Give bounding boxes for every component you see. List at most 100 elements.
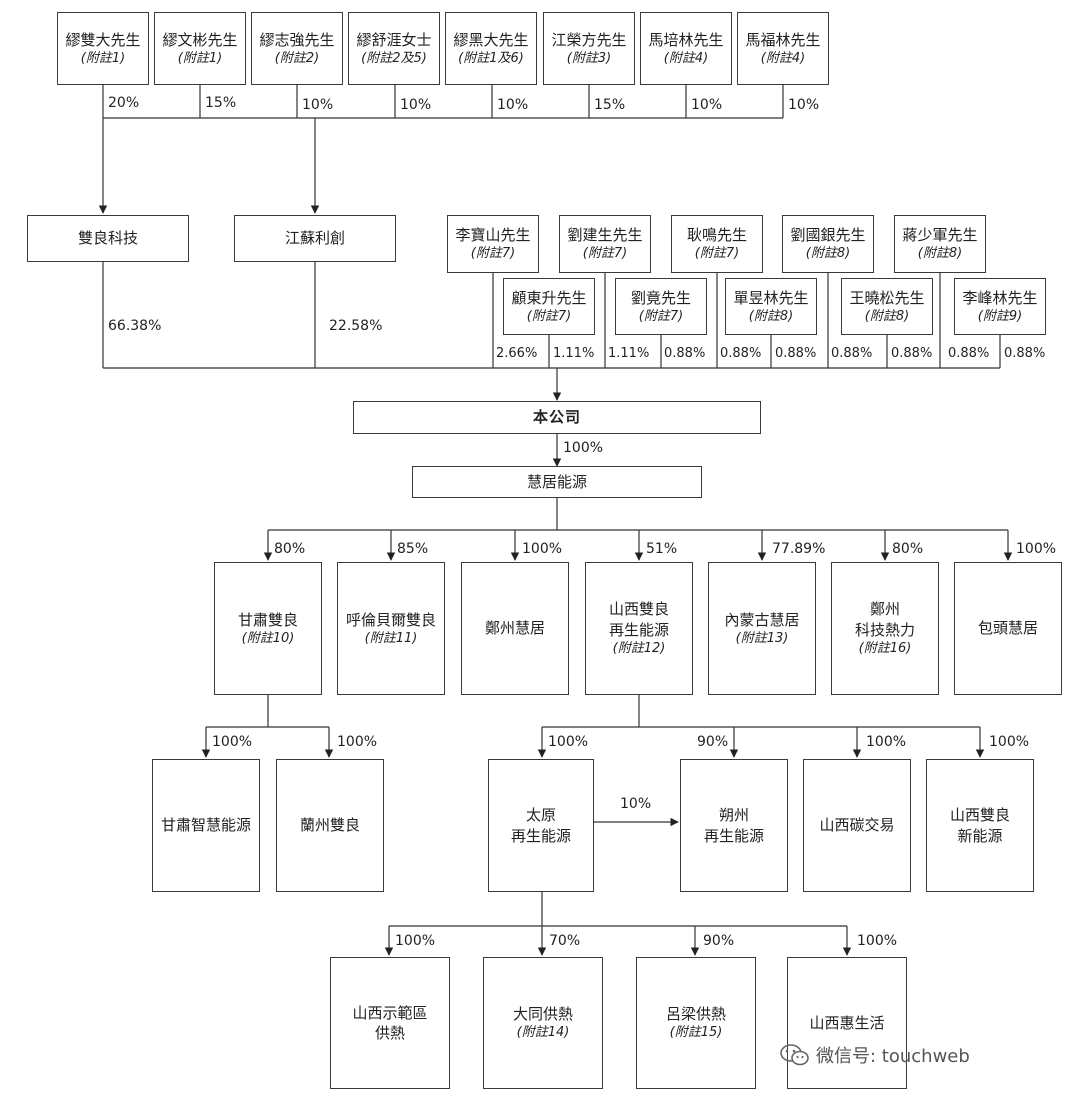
individual-note: (附註8) (748, 308, 794, 324)
level3-note: (附註10) (241, 630, 295, 646)
shareholder-pct: 10% (497, 97, 529, 113)
company-pct: 100% (563, 440, 604, 456)
level3-name: 鄭州慧居 (484, 619, 545, 638)
shareholder-note: (附註2及5) (361, 50, 427, 66)
level3-pct: 80% (274, 541, 306, 557)
level3-pct: 85% (397, 541, 429, 557)
company-name: 本公司 (532, 408, 581, 427)
gansu-sub-box: 蘭州雙良 (276, 759, 384, 892)
shareholder-box: 繆黑大先生 (附註1及6) (445, 12, 537, 85)
sub-name: 慧居能源 (526, 472, 587, 491)
level3-name: 山西雙良 再生能源 (608, 600, 669, 639)
level3-note: (附註12) (612, 640, 666, 656)
individual-note: (附註7) (582, 246, 628, 262)
individual-pct: 2.66% (496, 346, 538, 361)
shanxi-sub-pct: 100% (866, 734, 907, 750)
gansu-sub-box: 甘肅智慧能源 (152, 759, 260, 892)
individual-box: 劉建生先生 (附註7) (559, 215, 651, 273)
level3-pct: 100% (1016, 541, 1057, 557)
shareholder-note: (附註1) (80, 50, 126, 66)
taiyuan-sub-box: 山西示範區 供熱 (330, 957, 450, 1089)
individual-pct: 0.88% (720, 346, 762, 361)
taiyuan-sub-box: 大同供熱 (附註14) (483, 957, 603, 1089)
taiyuan-sub-name: 呂梁供熱 (665, 1005, 726, 1024)
shanxi-sub-name: 太原 再生能源 (510, 806, 571, 845)
individual-name: 劉國銀先生 (790, 226, 866, 245)
shareholder-name: 繆志強先生 (259, 30, 335, 49)
individual-box: 顧東升先生 (附註7) (503, 278, 595, 335)
taiyuan-sub-note: (附註14) (516, 1025, 570, 1041)
shareholder-pct: 10% (400, 97, 432, 113)
holdco-name: 江蘇利創 (284, 229, 345, 248)
individual-box: 王曉松先生 (附註8) (841, 278, 933, 335)
level3-pct: 80% (892, 541, 924, 557)
shareholder-box: 繆雙大先生 (附註1) (57, 12, 149, 85)
shanxi-sub-box: 太原 再生能源 (488, 759, 594, 892)
holdco-box: 雙良科技 (27, 215, 189, 262)
shareholder-name: 江榮方先生 (551, 30, 627, 49)
wechat-icon (780, 1044, 809, 1066)
individual-name: 顧東升先生 (511, 288, 587, 307)
shareholder-pct: 15% (594, 97, 626, 113)
level3-name: 內蒙古慧居 (724, 610, 800, 629)
shareholder-note: (附註3) (566, 50, 612, 66)
individual-note: (附註7) (694, 246, 740, 262)
shareholder-pct: 10% (788, 97, 820, 113)
individual-pct: 1.11% (608, 346, 650, 361)
level3-pct: 77.89% (772, 541, 826, 557)
gansu-sub-pct: 100% (337, 734, 378, 750)
individual-note: (附註8) (864, 308, 910, 324)
shanxi-sub-box: 朔州 再生能源 (680, 759, 788, 892)
level3-box: 鄭州 科技熱力 (附註16) (831, 562, 939, 695)
shanxi-sub-pct: 100% (989, 734, 1030, 750)
shareholder-note: (附註1) (177, 50, 223, 66)
gansu-sub-name: 甘肅智慧能源 (160, 816, 251, 835)
individual-pct: 0.88% (948, 346, 990, 361)
taiyuan-sub-name: 山西示範區 供熱 (352, 1003, 428, 1042)
individual-box: 李寶山先生 (附註7) (447, 215, 539, 273)
individual-pct: 1.11% (553, 346, 595, 361)
individual-note: (附註9) (977, 308, 1023, 324)
individual-box: 蔣少軍先生 (附註8) (894, 215, 986, 273)
individual-name: 劉建生先生 (567, 226, 643, 245)
taiyuan-sub-name: 大同供熱 (512, 1005, 573, 1024)
shareholder-box: 繆舒涯女士 (附註2及5) (348, 12, 440, 85)
level3-box: 包頭慧居 (954, 562, 1062, 695)
taiyuan-sub-pct: 70% (549, 933, 581, 949)
shareholder-box: 江榮方先生 (附註3) (543, 12, 635, 85)
shanxi-sub-box: 山西碳交易 (803, 759, 911, 892)
level3-note: (附註11) (364, 630, 418, 646)
taiyuan-sub-pct: 90% (703, 933, 735, 949)
shanxi-sub-name: 朔州 再生能源 (703, 806, 764, 845)
cross-holding-pct: 10% (620, 796, 652, 812)
level3-note: (附註16) (858, 640, 912, 656)
shareholder-name: 繆雙大先生 (65, 30, 141, 49)
taiyuan-sub-pct: 100% (395, 933, 436, 949)
watermark: 微信号: touchweb (780, 1042, 970, 1068)
taiyuan-sub-box: 山西惠生活 (787, 957, 907, 1089)
individual-name: 王曉松先生 (849, 288, 925, 307)
level3-name: 呼倫貝爾雙良 (345, 610, 436, 629)
shareholder-note: (附註2) (274, 50, 320, 66)
shareholder-pct: 20% (108, 95, 140, 111)
shareholder-pct: 10% (302, 97, 334, 113)
individual-name: 劉竟先生 (630, 288, 691, 307)
individual-box: 劉國銀先生 (附註8) (782, 215, 874, 273)
shareholder-box: 繆志強先生 (附註2) (251, 12, 343, 85)
watermark-text: 微信号: touchweb (816, 1046, 970, 1067)
shareholder-box: 繆文彬先生 (附註1) (154, 12, 246, 85)
shareholder-pct: 10% (691, 97, 723, 113)
individual-name: 蔣少軍先生 (902, 226, 978, 245)
individual-note: (附註8) (917, 246, 963, 262)
taiyuan-sub-box: 呂梁供熱 (附註15) (636, 957, 756, 1089)
level3-box: 呼倫貝爾雙良 (附註11) (337, 562, 445, 695)
shareholder-note: (附註4) (663, 50, 709, 66)
gansu-sub-name: 蘭州雙良 (299, 816, 360, 835)
shareholder-name: 繆舒涯女士 (356, 30, 432, 49)
taiyuan-sub-note: (附註15) (669, 1025, 723, 1041)
holdco-pct: 22.58% (329, 318, 383, 334)
individual-name: 李峰林先生 (962, 288, 1038, 307)
level3-note: (附註13) (735, 630, 789, 646)
individual-note: (附註7) (526, 308, 572, 324)
